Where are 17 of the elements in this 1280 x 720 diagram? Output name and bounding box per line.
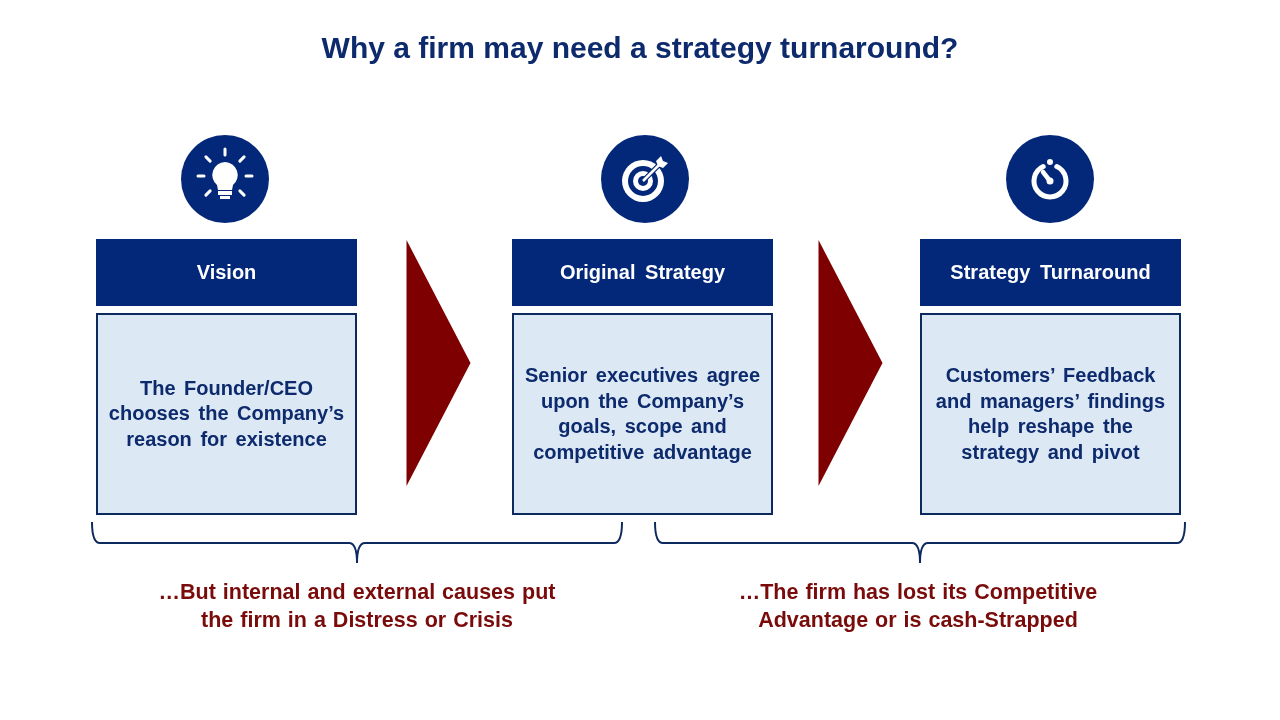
description-box	[920, 313, 1181, 515]
note-text: …The firm has lost its Competitive Advantage or is cash-Strapped	[737, 579, 1099, 634]
title: Why a firm may need a strategy turnaround?	[321, 31, 959, 65]
chevron-arrow	[818, 240, 883, 486]
description-text: Customers’ Feedback and managers’ findings help reshape the strategy and pivot	[934, 363, 1167, 465]
chevron-arrow	[406, 240, 471, 486]
description-text: The Founder/CEO chooses the Company’s reason for existence	[107, 375, 346, 452]
header-title: Original Strategy	[559, 261, 726, 284]
description-box	[512, 313, 773, 515]
header-bar	[920, 239, 1181, 306]
header-bar	[512, 239, 773, 306]
header-title: Strategy Turnaround	[950, 261, 1151, 284]
header-title: Vision	[196, 261, 257, 284]
description-box	[96, 313, 357, 515]
header-bar	[96, 239, 357, 306]
note-text: …But internal and external causes put the firm in a Distress or Crisis	[157, 579, 557, 634]
description-text: Senior executives agree upon the Company’s goals, scope and competitive advantage	[524, 363, 761, 465]
